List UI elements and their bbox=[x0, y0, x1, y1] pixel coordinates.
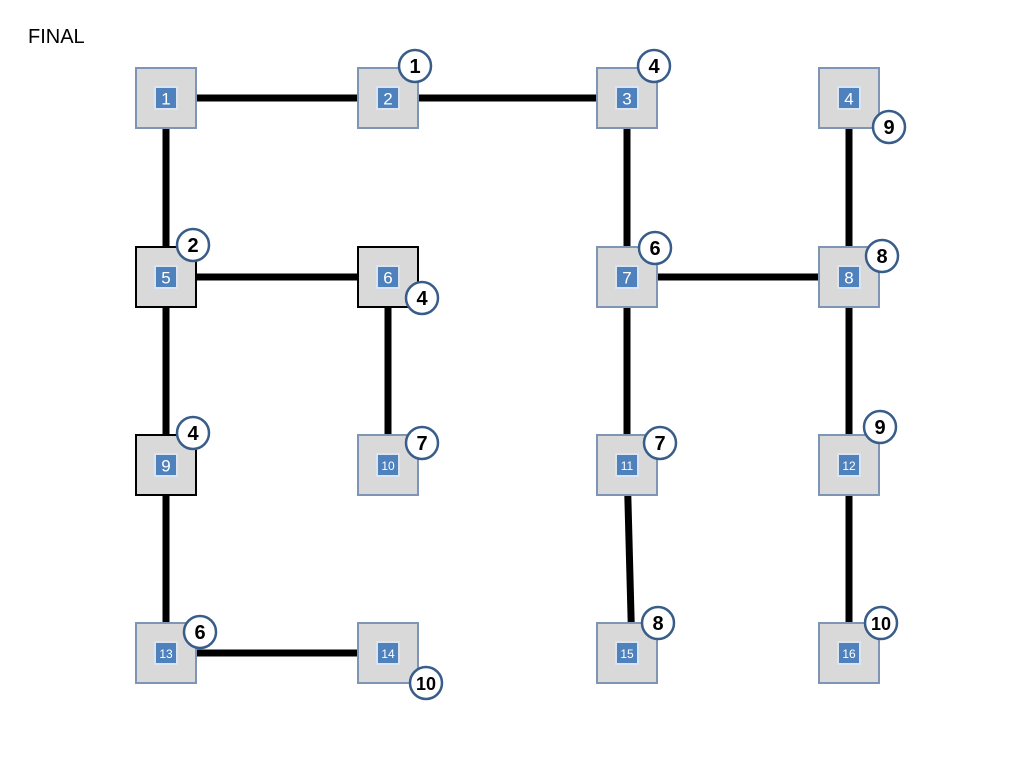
edges-layer bbox=[162, 94, 853, 657]
node-1[interactable]: 1 bbox=[135, 67, 197, 129]
badge-circle bbox=[175, 227, 211, 263]
edge-11-15 bbox=[623, 464, 636, 654]
node-inner-box bbox=[837, 641, 861, 665]
badge-label: 10 bbox=[871, 614, 891, 634]
node-label: 13 bbox=[159, 647, 173, 661]
node-label: 12 bbox=[842, 459, 856, 473]
badge-3: 4 bbox=[636, 48, 672, 84]
badge-label: 4 bbox=[187, 423, 199, 445]
badge-7: 6 bbox=[637, 230, 673, 266]
badge-16: 10 bbox=[863, 605, 899, 641]
node-inner-box bbox=[837, 453, 861, 477]
node-label: 8 bbox=[844, 269, 853, 288]
node-14[interactable]: 14 bbox=[357, 622, 419, 684]
badge-label: 9 bbox=[874, 417, 885, 439]
node-inner-box bbox=[154, 453, 178, 477]
badge-6: 4 bbox=[404, 280, 440, 316]
node-label: 2 bbox=[383, 90, 392, 109]
badge-circle bbox=[175, 415, 211, 451]
badge-12: 9 bbox=[862, 409, 898, 445]
node-label: 1 bbox=[161, 90, 170, 109]
node-label: 14 bbox=[381, 647, 395, 661]
badge-10: 7 bbox=[404, 425, 440, 461]
node-inner-box bbox=[376, 265, 400, 289]
badge-circle bbox=[871, 109, 907, 145]
node-inner-box bbox=[154, 86, 178, 110]
badge-14: 10 bbox=[408, 665, 444, 701]
badge-15: 8 bbox=[640, 605, 676, 641]
badge-2: 1 bbox=[397, 48, 433, 84]
badge-circle bbox=[636, 48, 672, 84]
badge-circle bbox=[862, 409, 898, 445]
node-15[interactable]: 15 bbox=[596, 622, 658, 684]
badge-circle bbox=[864, 238, 900, 274]
badge-circle bbox=[404, 425, 440, 461]
badge-label: 7 bbox=[654, 433, 665, 455]
badge-label: 4 bbox=[416, 288, 428, 310]
page-title: FINAL bbox=[28, 26, 85, 48]
node-label: 15 bbox=[620, 647, 634, 661]
badge-8: 8 bbox=[864, 238, 900, 274]
node-inner-box bbox=[376, 641, 400, 665]
node-inner-box bbox=[837, 86, 861, 110]
badge-circle bbox=[182, 614, 218, 650]
badge-5: 2 bbox=[175, 227, 211, 263]
node-label: 6 bbox=[383, 269, 392, 288]
badge-label: 10 bbox=[416, 674, 436, 694]
badge-circle bbox=[397, 48, 433, 84]
node-inner-box bbox=[615, 265, 639, 289]
node-12[interactable]: 12 bbox=[818, 434, 880, 496]
badge-circle bbox=[642, 425, 678, 461]
badge-11: 7 bbox=[642, 425, 678, 461]
badge-label: 1 bbox=[409, 56, 420, 78]
badge-label: 6 bbox=[194, 622, 205, 644]
node-inner-box bbox=[154, 641, 178, 665]
badge-label: 8 bbox=[876, 246, 887, 268]
node-box bbox=[357, 622, 419, 684]
badge-label: 4 bbox=[648, 56, 660, 78]
node-inner-box bbox=[376, 453, 400, 477]
badge-circle bbox=[408, 665, 444, 701]
badge-circle bbox=[404, 280, 440, 316]
node-inner-box bbox=[154, 265, 178, 289]
node-label: 5 bbox=[161, 269, 170, 288]
node-label: 3 bbox=[622, 90, 631, 109]
node-label: 4 bbox=[844, 90, 853, 109]
badge-13: 6 bbox=[182, 614, 218, 650]
node-inner-box bbox=[837, 265, 861, 289]
node-inner-box bbox=[615, 641, 639, 665]
node-3[interactable]: 3 bbox=[596, 67, 658, 129]
badge-label: 2 bbox=[187, 235, 198, 257]
badge-label: 8 bbox=[652, 613, 663, 635]
node-inner-box bbox=[615, 86, 639, 110]
node-label: 7 bbox=[622, 269, 631, 288]
node-4[interactable]: 4 bbox=[818, 67, 880, 129]
node-label: 11 bbox=[621, 459, 634, 473]
badge-4: 9 bbox=[871, 109, 907, 145]
node-label: 10 bbox=[381, 459, 395, 473]
node-inner-box bbox=[376, 86, 400, 110]
node-label: 9 bbox=[161, 457, 170, 476]
badge-9: 4 bbox=[175, 415, 211, 451]
node-5[interactable]: 5 bbox=[135, 246, 197, 308]
badge-label: 9 bbox=[883, 117, 894, 139]
badge-label: 7 bbox=[416, 433, 427, 455]
badge-circle bbox=[637, 230, 673, 266]
badge-circle bbox=[863, 605, 899, 641]
node-label: 16 bbox=[842, 647, 856, 661]
node-inner-box bbox=[615, 453, 639, 477]
badge-circle bbox=[640, 605, 676, 641]
badge-label: 6 bbox=[649, 238, 660, 260]
